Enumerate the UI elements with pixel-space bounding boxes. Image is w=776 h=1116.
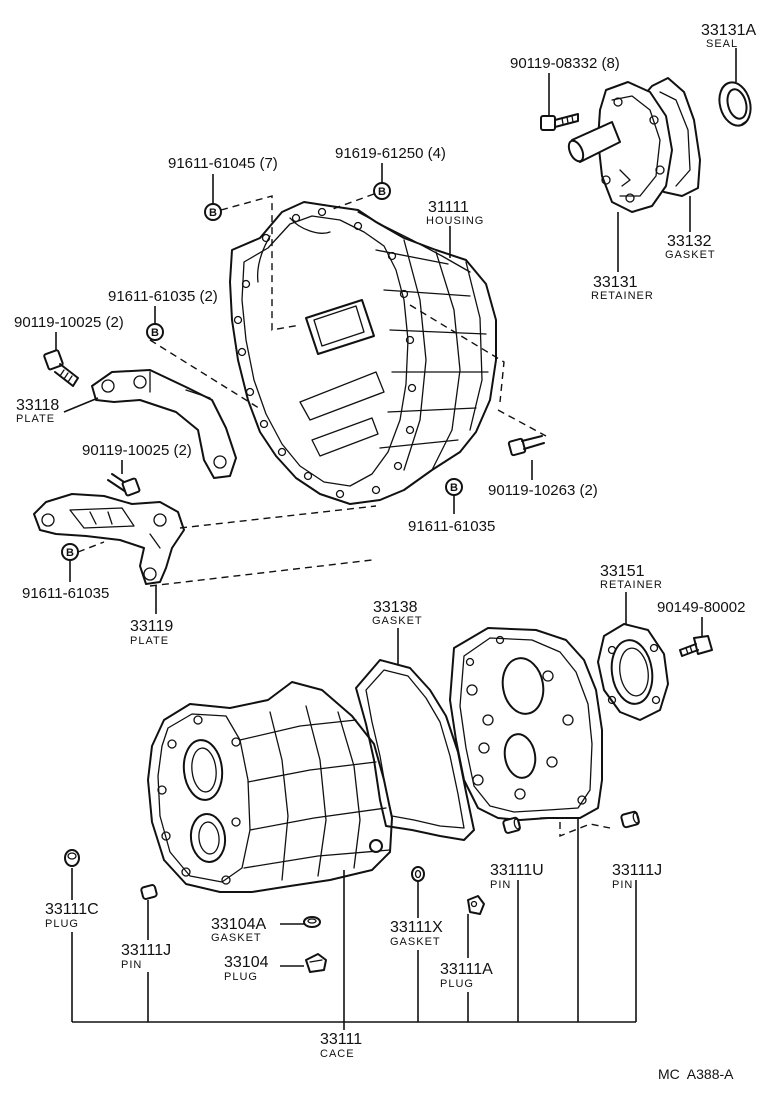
bolt-90119-10263-drawing: [507, 435, 545, 457]
retainer-33131-drawing: [567, 81, 673, 213]
part-desc-33131: RETAINER: [591, 290, 654, 302]
part-number-33111x: 33111X: [390, 919, 443, 936]
gasket-33104a-drawing: [303, 916, 321, 928]
pin-33111u-drawing: [502, 816, 521, 834]
part-number-33151: 33151: [600, 563, 645, 580]
b-marker-91611-61035-b: B: [61, 543, 79, 561]
part-desc-33111c: PLUG: [45, 918, 79, 930]
rear-plate-drawing: [449, 627, 603, 821]
part-desc-33138: GASKET: [372, 615, 423, 627]
part-desc-33104: PLUG: [224, 971, 258, 983]
part-number-90119-10263: 90119-10263 (2): [488, 482, 598, 499]
plug-33111c-drawing: [64, 849, 80, 867]
bolt-90119-08332-drawing: [540, 113, 579, 131]
part-number-91611-61035-2: 91611-61035 (2): [108, 288, 218, 305]
part-number-90119-08332: 90119-08332 (8): [510, 55, 620, 72]
part-number-90119-10025-b: 90119-10025 (2): [82, 442, 192, 459]
gasket-33138-drawing: [355, 659, 475, 841]
plug-33111a-drawing: [467, 895, 485, 915]
pin-33111j-a-drawing: [140, 884, 158, 900]
part-number-33104a: 33104A: [211, 916, 266, 933]
bolt-90149-80002-drawing: [679, 635, 713, 657]
part-number-33111u: 33111U: [490, 862, 544, 879]
b-marker-91611-61035-2: B: [146, 323, 164, 341]
part-number-90119-10025-a: 90119-10025 (2): [14, 314, 124, 331]
part-number-91611-61035-a: 91611-61035: [408, 518, 495, 535]
part-desc-33111j-a: PIN: [121, 959, 142, 971]
part-desc-33111j-b: PIN: [612, 879, 633, 891]
part-desc-33119: PLATE: [130, 635, 169, 647]
part-number-33111a: 33111A: [440, 961, 493, 978]
part-number-33118: 33118: [16, 397, 59, 414]
dash-lines-33119: [77, 505, 377, 587]
b-marker-91619-61250: B: [373, 182, 391, 200]
plate-33118-drawing: [91, 369, 237, 479]
pin-33111j-b-drawing: [620, 810, 640, 829]
dash-line-91611-61035-2: [149, 304, 505, 411]
plate-33119-drawing: [33, 493, 185, 585]
part-number-91619-61250: 91619-61250 (4): [335, 145, 446, 162]
housing-31111-drawing: [229, 201, 497, 505]
part-number-33111j-a: 33111J: [121, 942, 171, 959]
part-number-33119: 33119: [130, 618, 173, 635]
part-number-33104: 33104: [224, 954, 269, 971]
part-number-33111c: 33111C: [45, 901, 99, 918]
svg-text:B: B: [151, 327, 159, 339]
part-number-33132: 33132: [667, 233, 712, 250]
dash-line-rear-plate: [540, 817, 611, 838]
svg-text:B: B: [450, 482, 458, 494]
leader-33118: [63, 397, 99, 413]
part-number-33131: 33131: [593, 274, 638, 291]
part-desc-33132: GASKET: [665, 249, 716, 261]
svg-text:B: B: [378, 186, 386, 198]
part-desc-33118: PLATE: [16, 413, 55, 425]
part-desc-33131a: SEAL: [706, 38, 738, 50]
case-bracket-leaders: [71, 818, 636, 1030]
svg-text:B: B: [209, 207, 217, 219]
seal-33131a-drawing: [718, 81, 752, 127]
svg-text:B: B: [66, 547, 74, 559]
part-number-33131a: 33131A: [701, 22, 756, 39]
dash-line-91611-61045: [220, 195, 301, 331]
bolt-90119-10025-b-drawing: [107, 473, 141, 497]
part-desc-33151: RETAINER: [600, 579, 663, 591]
part-number-33111-case: 33111: [320, 1031, 362, 1048]
part-number-91611-61045: 91611-61045 (7): [168, 155, 278, 172]
part-desc-33111x: GASKET: [390, 936, 441, 948]
retainer-33151-drawing: [597, 623, 669, 721]
part-number-91611-61035-b: 91611-61035: [22, 585, 109, 602]
part-desc-33111-case: CACE: [320, 1048, 355, 1060]
diagram-code: MC A388-A: [658, 1066, 734, 1082]
b-marker-91611-61035-a: B: [445, 478, 463, 496]
bolt-90119-10025-a-drawing: [43, 349, 79, 387]
part-desc-33111a: PLUG: [440, 978, 474, 990]
b-marker-91611-61045: B: [204, 203, 222, 221]
part-number-31111: 31111: [428, 199, 469, 216]
part-number-33138: 33138: [373, 599, 418, 616]
part-number-33111j-b: 33111J: [612, 862, 662, 879]
case-33111-drawing: [147, 681, 393, 893]
part-desc-31111: HOUSING: [426, 215, 484, 227]
part-desc-33104a: GASKET: [211, 932, 262, 944]
part-number-90149-80002: 90149-80002: [657, 599, 745, 616]
gasket-33111x-drawing: [411, 866, 425, 882]
plug-33104-drawing: [305, 953, 327, 973]
part-desc-33111u: PIN: [490, 879, 511, 891]
dash-line-90119-10263: [497, 409, 547, 437]
